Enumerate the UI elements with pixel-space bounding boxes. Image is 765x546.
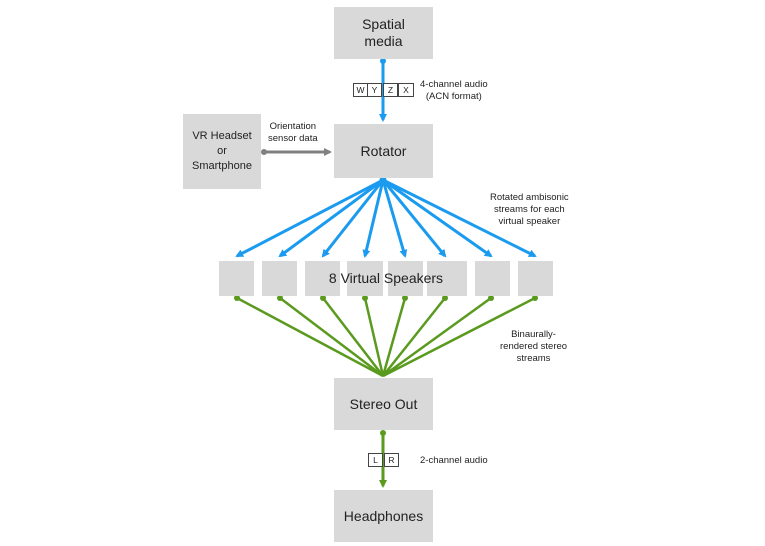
- stereo-out-label: Stereo Out: [349, 395, 418, 412]
- arrow-rotator-speaker-2: [278, 178, 384, 258]
- two-channel-label: 2-channel audio: [420, 455, 488, 466]
- binaural-line-3: streams: [516, 353, 551, 364]
- channel-l: L: [368, 453, 383, 467]
- dot-speaker-4: [362, 295, 368, 301]
- orientation-line-2: sensor data: [268, 133, 318, 144]
- line-speaker-1-stereo: [236, 296, 384, 378]
- binaural-line-2: rendered stereo: [500, 341, 568, 352]
- stereo-out-box: Stereo Out: [334, 378, 433, 430]
- dot-rotator-out: [379, 176, 387, 184]
- line-speaker-7-stereo: [382, 296, 492, 378]
- rotated-line-2: streams for each: [493, 204, 565, 215]
- line-speaker-5-stereo: [381, 297, 407, 377]
- headphones-label: Headphones: [343, 507, 424, 524]
- arrow-rotator-speaker-5: [381, 179, 408, 258]
- dot-speaker-2: [277, 295, 283, 301]
- dot-speaker-6: [442, 295, 448, 301]
- virtual-speaker-6: [427, 261, 467, 296]
- virtual-speaker-4: [347, 261, 383, 296]
- dot-speaker-5: [402, 295, 408, 301]
- orientation-line-1: Orientation: [269, 121, 317, 132]
- line-speaker-4-stereo: [363, 297, 385, 377]
- spatial-media-box: Spatial media: [334, 7, 433, 59]
- four-channel-label: 4-channel audio (ACN format): [420, 79, 488, 103]
- four-channel-line-2: (ACN format): [425, 91, 482, 102]
- spatial-media-line-1: Spatial: [362, 16, 405, 32]
- arrow-rotator-speaker-1: [235, 178, 384, 258]
- dot-headset-out: [261, 149, 267, 155]
- rotator-label: Rotator: [360, 142, 407, 159]
- virtual-speaker-1: [219, 261, 254, 296]
- line-speaker-2-stereo: [279, 297, 384, 377]
- line-speaker-8-stereo: [382, 296, 536, 378]
- arrow-rotator-speaker-4: [362, 179, 385, 258]
- rotated-line-3: virtual speaker: [498, 216, 561, 227]
- channel-w: W: [353, 83, 368, 97]
- virtual-speaker-2: [262, 261, 297, 296]
- vr-headset-line-2: or: [217, 145, 227, 157]
- rotator-box: Rotator: [334, 124, 433, 178]
- dot-speaker-8: [532, 295, 538, 301]
- channel-r: R: [384, 453, 399, 467]
- arrow-rotator-speaker-6: [381, 179, 447, 258]
- virtual-speakers-label: 8 Virtual Speakers: [328, 270, 444, 286]
- rotated-streams-label: Rotated ambisonic streams for each virtu…: [490, 192, 569, 228]
- dot-speaker-7: [488, 295, 494, 301]
- dot-media-out: [380, 58, 386, 64]
- virtual-speaker-5: [388, 261, 423, 296]
- four-channel-line-1: 4-channel audio: [420, 79, 488, 90]
- orientation-label: Orientation sensor data: [268, 121, 318, 145]
- channel-x: X: [398, 83, 414, 97]
- channel-z: Z: [383, 83, 398, 97]
- virtual-speaker-7: [475, 261, 510, 296]
- vr-headset-line-1: VR Headset: [192, 130, 252, 142]
- spatial-media-line-2: media: [364, 33, 403, 49]
- virtual-speaker-3: [305, 261, 340, 296]
- rotated-line-1: Rotated ambisonic: [490, 192, 569, 203]
- virtual-speaker-8: [518, 261, 553, 296]
- vr-headset-box: VR Headset or Smartphone: [183, 114, 261, 189]
- channel-y: Y: [367, 83, 382, 97]
- arrow-rotator-speaker-7: [382, 178, 493, 258]
- dot-speaker-3: [320, 295, 326, 301]
- dot-stereo-out: [380, 430, 386, 436]
- speakers-fan-in: [236, 296, 536, 378]
- line-speaker-6-stereo: [382, 297, 446, 377]
- rotator-fan-out: [235, 178, 537, 258]
- vr-headset-line-3: Smartphone: [192, 160, 252, 172]
- line-speaker-3-stereo: [322, 297, 384, 377]
- binaural-line-1: Binaurally-: [511, 329, 556, 340]
- binaural-streams-label: Binaurally- rendered stereo streams: [500, 329, 567, 365]
- dot-speaker-1: [234, 295, 240, 301]
- speaker-out-dots: [234, 295, 538, 301]
- arrow-rotator-speaker-3: [321, 179, 385, 258]
- arrow-rotator-speaker-8: [382, 178, 537, 258]
- headphones-box: Headphones: [334, 490, 433, 542]
